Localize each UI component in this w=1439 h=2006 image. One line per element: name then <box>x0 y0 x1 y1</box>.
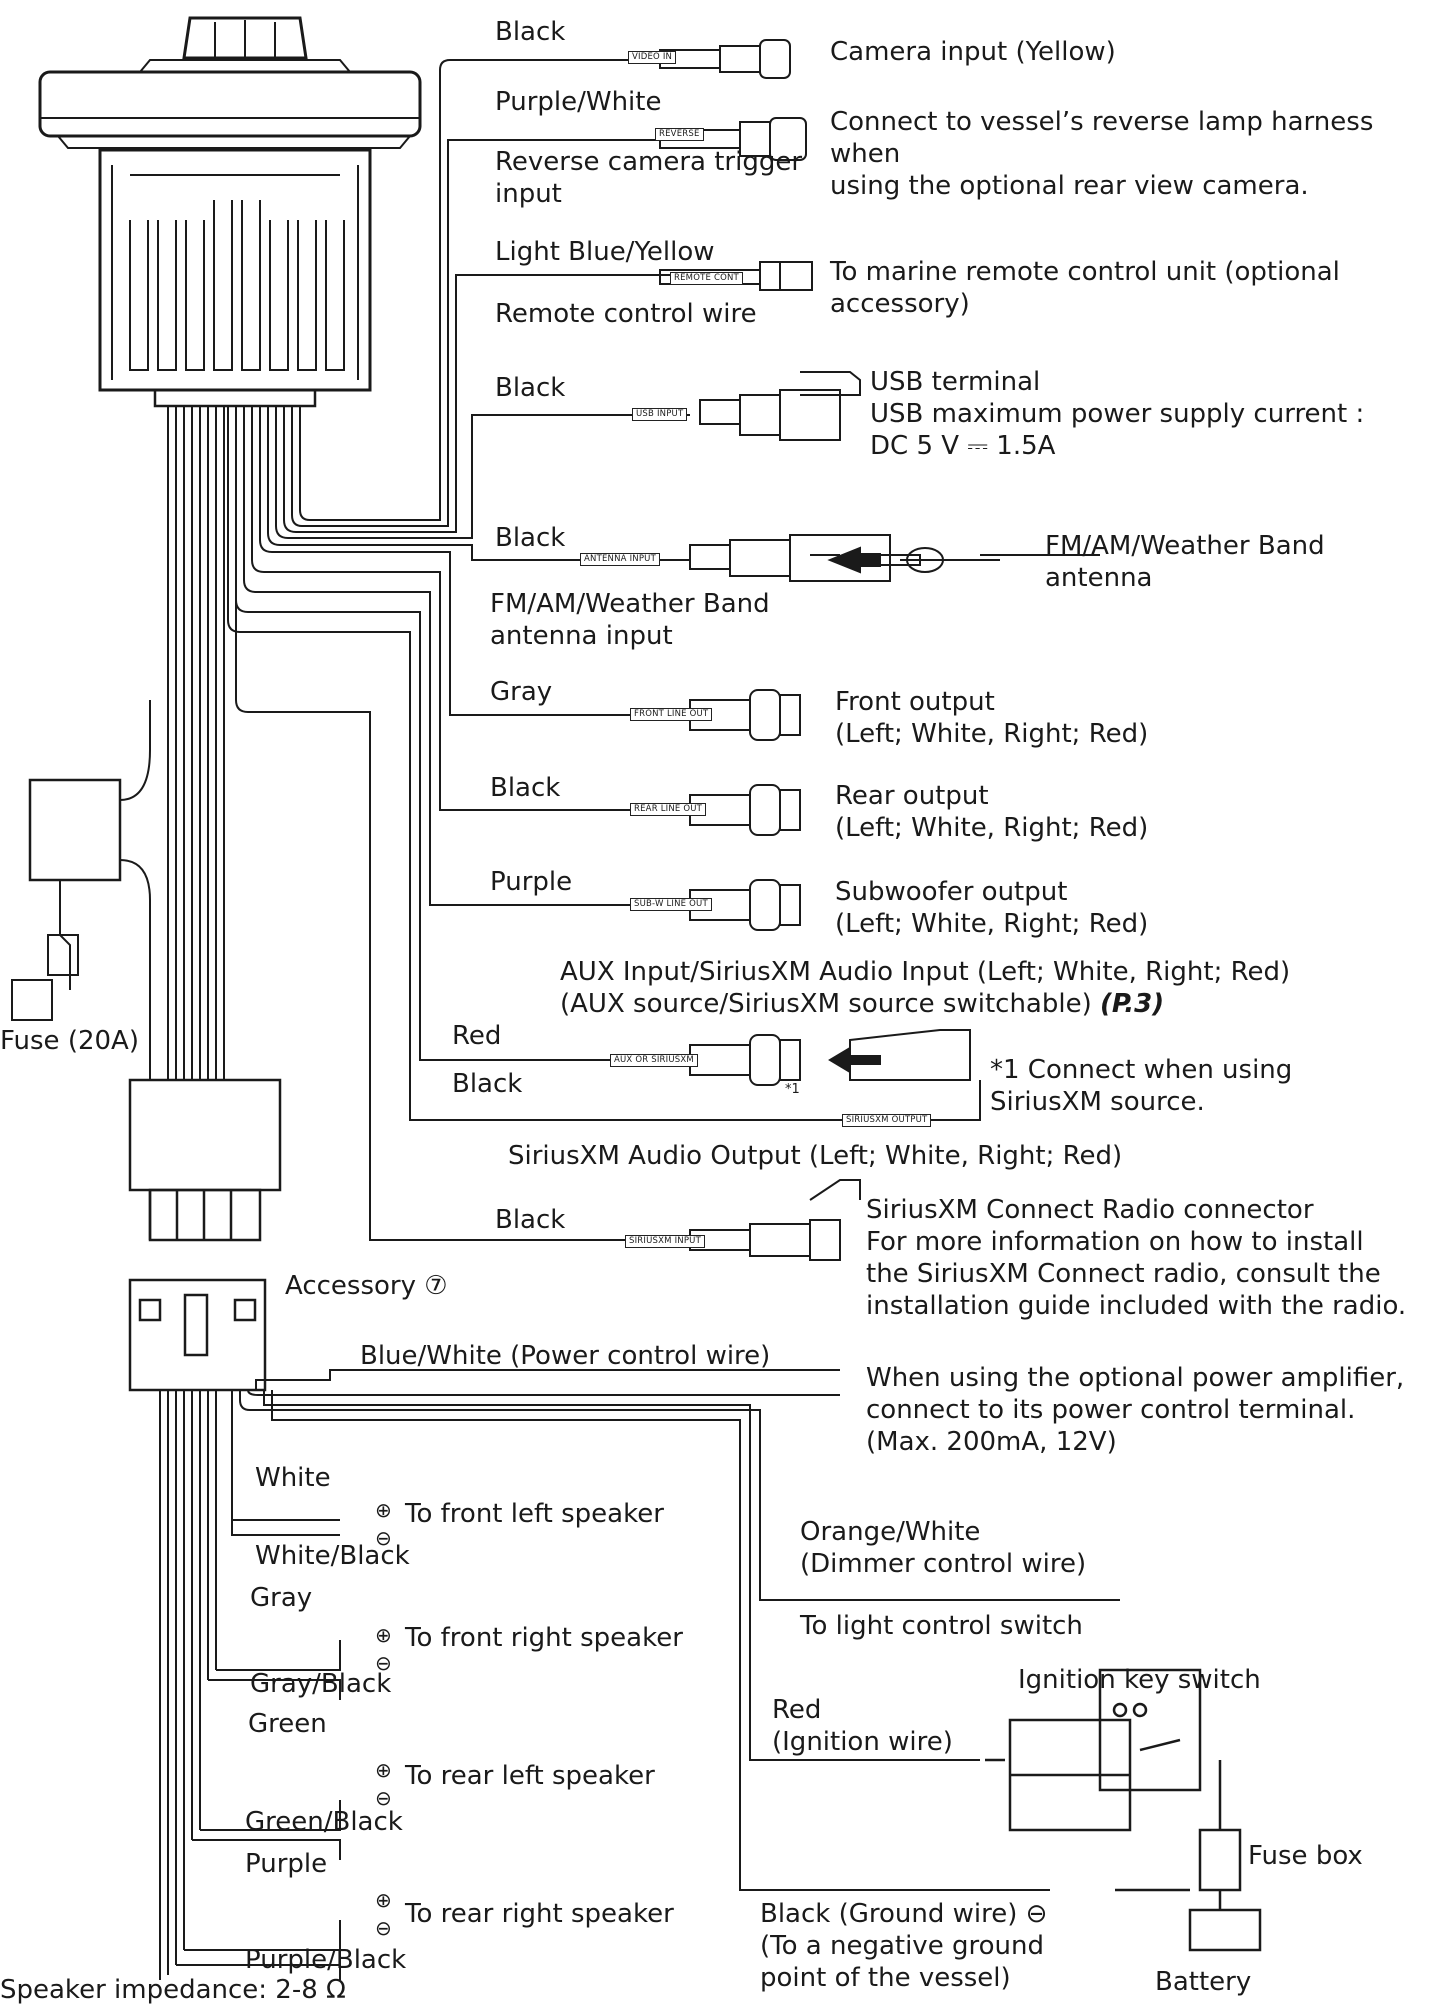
camera-desc: Camera input (Yellow) <box>830 37 1116 67</box>
aux-title: AUX Input/SiriusXM Audio Input (Left; Wh… <box>560 957 1291 987</box>
front-tag: FRONT LINE OUT <box>630 708 713 721</box>
camera-wire-color: Black <box>495 17 566 47</box>
aux-tag: AUX OR SIRIUSXM <box>610 1054 698 1067</box>
speaker-rr-pos: Purple <box>245 1849 328 1879</box>
usb-tag: USB INPUT <box>632 408 688 421</box>
power-control-desc: When using the optional power amplifier,… <box>866 1363 1405 1457</box>
remote-wire-color: Light Blue/Yellow <box>495 237 715 267</box>
speaker-fr-plus: ⊕ <box>375 1623 392 1647</box>
antenna-plug <box>827 546 1000 574</box>
siriusxm-desc: SiriusXM Connect Radio connector For mor… <box>866 1195 1407 1321</box>
speaker-fl-plus: ⊕ <box>375 1498 392 1522</box>
speaker-rr-plus: ⊕ <box>375 1888 392 1912</box>
power-control-label: Blue/White (Power control wire) <box>360 1341 771 1371</box>
antenna-desc: FM/AM/Weather Band antenna <box>1045 531 1325 593</box>
speaker-fr-pos: Gray <box>250 1583 313 1613</box>
aux-note-mark: *1 <box>785 1082 800 1097</box>
speaker-fr-to: To front right speaker <box>405 1623 683 1653</box>
fuse-box-label: Fuse box <box>1248 1841 1363 1871</box>
reverse-sub: Reverse camera trigger input <box>495 147 803 209</box>
ignition-label: Red (Ignition wire) <box>772 1695 953 1757</box>
aux-out-tag: SIRIUSXM OUTPUT <box>842 1114 932 1127</box>
main-harness <box>167 59 981 1241</box>
battery-label: Battery <box>1155 1967 1252 1997</box>
rear-tag: REAR LINE OUT <box>630 803 707 816</box>
front-desc: Front output (Left; White, Right; Red) <box>835 687 1149 749</box>
speaker-rl-to: To rear left speaker <box>405 1761 655 1791</box>
remote-desc: To marine remote control unit (optional … <box>830 257 1340 319</box>
dimmer-desc: To light control switch <box>800 1611 1083 1641</box>
dimmer-label: Orange/White (Dimmer control wire) <box>800 1517 1087 1579</box>
speaker-fr-minus: ⊖ <box>375 1651 392 1675</box>
speaker-harness <box>159 1369 1120 1980</box>
accessory-connector <box>128 1278 267 1392</box>
rear-desc: Rear output (Left; White, Right; Red) <box>835 781 1149 843</box>
antenna-tag: ANTENNA INPUT <box>580 553 660 566</box>
remote-sub: Remote control wire <box>495 299 757 329</box>
speaker-rl-minus: ⊖ <box>375 1786 392 1810</box>
sub-desc: Subwoofer output (Left; White, Right; Re… <box>835 877 1149 939</box>
aux-title2: (AUX source/SiriusXM source switchable) <box>560 989 1092 1019</box>
aux-title2-row: (AUX source/SiriusXM source switchable) … <box>560 988 1164 1020</box>
fuse-label: Fuse (20A) <box>0 1026 139 1056</box>
usb-desc: USB terminal USB maximum power supply cu… <box>870 367 1365 461</box>
accessory-label: Accessory ⑦ <box>285 1271 448 1301</box>
aux-black: Black <box>452 1069 523 1099</box>
reverse-tag: REVERSE <box>655 128 704 141</box>
reverse-desc: Connect to vessel’s reverse lamp harness… <box>830 107 1374 201</box>
speaker-impedance: Speaker impedance: 2-8 Ω <box>0 1975 346 2005</box>
sub-tag: SUB-W LINE OUT <box>630 898 712 911</box>
aux-ref: (P.3) <box>1099 989 1165 1019</box>
speaker-fl-neg: White/Black <box>255 1541 410 1571</box>
speaker-fl-to: To front left speaker <box>405 1499 664 1529</box>
aux-out: SiriusXM Audio Output (Left; White, Righ… <box>508 1141 1123 1171</box>
speaker-fr-neg: Gray/Black <box>250 1669 392 1699</box>
fuse-assembly <box>11 700 151 1080</box>
siriusxm-tag: SIRIUSXM INPUT <box>625 1235 705 1248</box>
speaker-rr-neg: Purple/Black <box>245 1945 407 1975</box>
speaker-rl-pos: Green <box>248 1709 327 1739</box>
speaker-rr-minus: ⊖ <box>375 1916 392 1940</box>
camera-tag: VIDEO IN <box>628 51 677 64</box>
speaker-rr-to: To rear right speaker <box>405 1899 674 1929</box>
aux-note: *1 Connect when using SiriusXM source. <box>990 1055 1293 1117</box>
speaker-rl-neg: Green/Black <box>245 1807 403 1837</box>
ignition-circuit <box>985 1668 1262 1952</box>
remote-tag: REMOTE CONT <box>670 272 743 285</box>
siriusxm-wire-color: Black <box>495 1205 566 1235</box>
reverse-wire-color: Purple/White <box>495 87 662 117</box>
main-connector <box>128 1078 282 1242</box>
front-wire-color: Gray <box>490 677 553 707</box>
antenna-sub: FM/AM/Weather Band antenna input <box>490 589 770 651</box>
ground-label: Black (Ground wire) ⊖ (To a negative gro… <box>760 1899 1048 1993</box>
speaker-rl-plus: ⊕ <box>375 1758 392 1782</box>
speaker-fl-minus: ⊖ <box>375 1526 392 1550</box>
ignition-switch-label: Ignition key switch <box>1018 1665 1261 1695</box>
antenna-wire-color: Black <box>495 523 566 553</box>
speaker-fl-pos: White <box>255 1463 331 1493</box>
head-unit <box>38 16 422 408</box>
rear-wire-color: Black <box>490 773 561 803</box>
aux-arrow <box>828 1046 881 1074</box>
aux-red: Red <box>452 1021 502 1051</box>
sub-wire-color: Purple <box>490 867 573 897</box>
usb-wire-color: Black <box>495 373 566 403</box>
